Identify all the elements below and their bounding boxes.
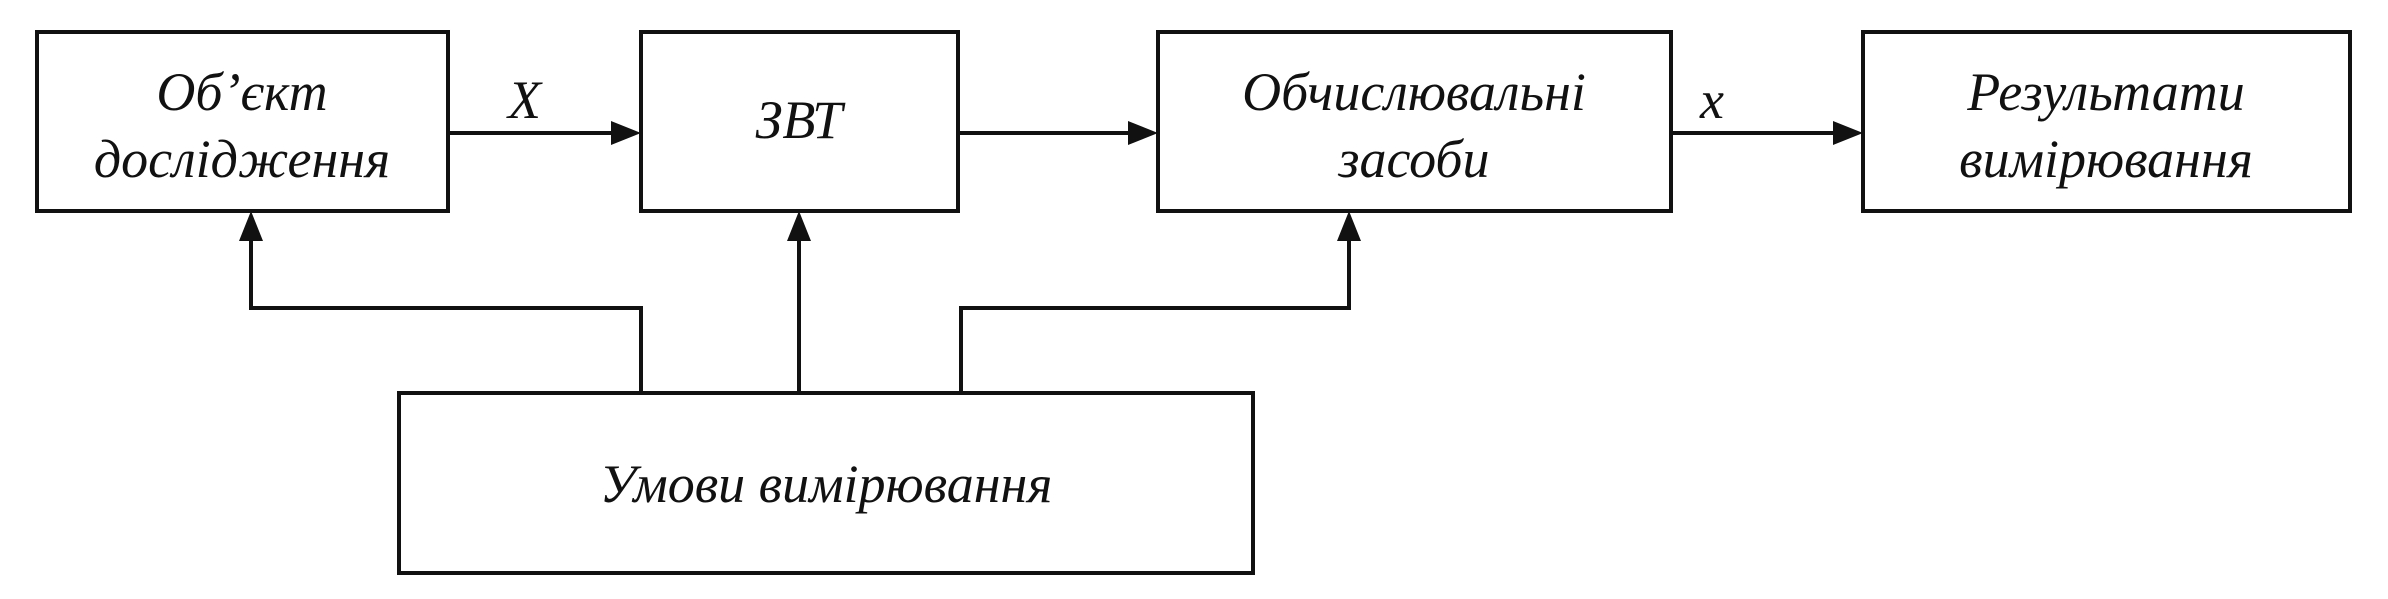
arrow-zvt-to-computing bbox=[958, 121, 1158, 145]
block-computing-means-label-line1: Обчислювальні bbox=[1242, 62, 1586, 122]
block-zvt: ЗВТ bbox=[639, 30, 960, 213]
block-zvt-label: ЗВТ bbox=[756, 90, 847, 150]
arrow-computing-to-results bbox=[1671, 121, 1863, 145]
block-computing-means: Обчислювальні засоби bbox=[1156, 30, 1673, 213]
arrow-conditions-to-zvt bbox=[787, 211, 811, 393]
block-measurement-results-frame bbox=[1861, 30, 2352, 213]
arrow-conditions-to-object-line bbox=[249, 240, 643, 393]
arrow-conditions-to-object-head bbox=[239, 211, 263, 241]
block-measurement-results-label-line2: вимірювання bbox=[1959, 129, 2253, 189]
block-zvt-frame bbox=[639, 30, 960, 213]
arrow-zvt-to-computing-head bbox=[1128, 121, 1158, 145]
block-measurement-conditions-label: Умови вимірювання bbox=[600, 454, 1053, 514]
block-object-of-study: Об’єкт дослідження bbox=[35, 30, 450, 213]
arrow-conditions-to-computing-head bbox=[1337, 211, 1361, 241]
block-measurement-conditions-frame bbox=[397, 391, 1255, 575]
arrow-object-to-zvt-head bbox=[611, 121, 641, 145]
block-object-of-study-label-line1: Об’єкт bbox=[156, 62, 327, 122]
arrow-computing-to-results-head bbox=[1833, 121, 1863, 145]
block-measurement-results-label-line1: Результати bbox=[1966, 62, 2245, 122]
block-object-of-study-label-line2: дослідження bbox=[94, 129, 390, 189]
arrow-object-to-zvt bbox=[448, 121, 641, 145]
arrow-conditions-to-computing-line bbox=[959, 240, 1351, 393]
block-measurement-conditions: Умови вимірювання bbox=[397, 391, 1255, 575]
arrow-conditions-to-computing bbox=[959, 211, 1361, 393]
block-measurement-results: Результати вимірювання bbox=[1861, 30, 2352, 213]
signal-result-value-label: x bbox=[1699, 70, 1724, 130]
arrow-conditions-to-object bbox=[239, 211, 643, 393]
block-object-of-study-frame bbox=[35, 30, 450, 213]
arrow-conditions-to-zvt-head bbox=[787, 211, 811, 241]
block-computing-means-label-line2: засоби bbox=[1337, 129, 1489, 189]
block-computing-means-frame bbox=[1156, 30, 1673, 213]
signal-measurand-label: X bbox=[506, 70, 543, 130]
